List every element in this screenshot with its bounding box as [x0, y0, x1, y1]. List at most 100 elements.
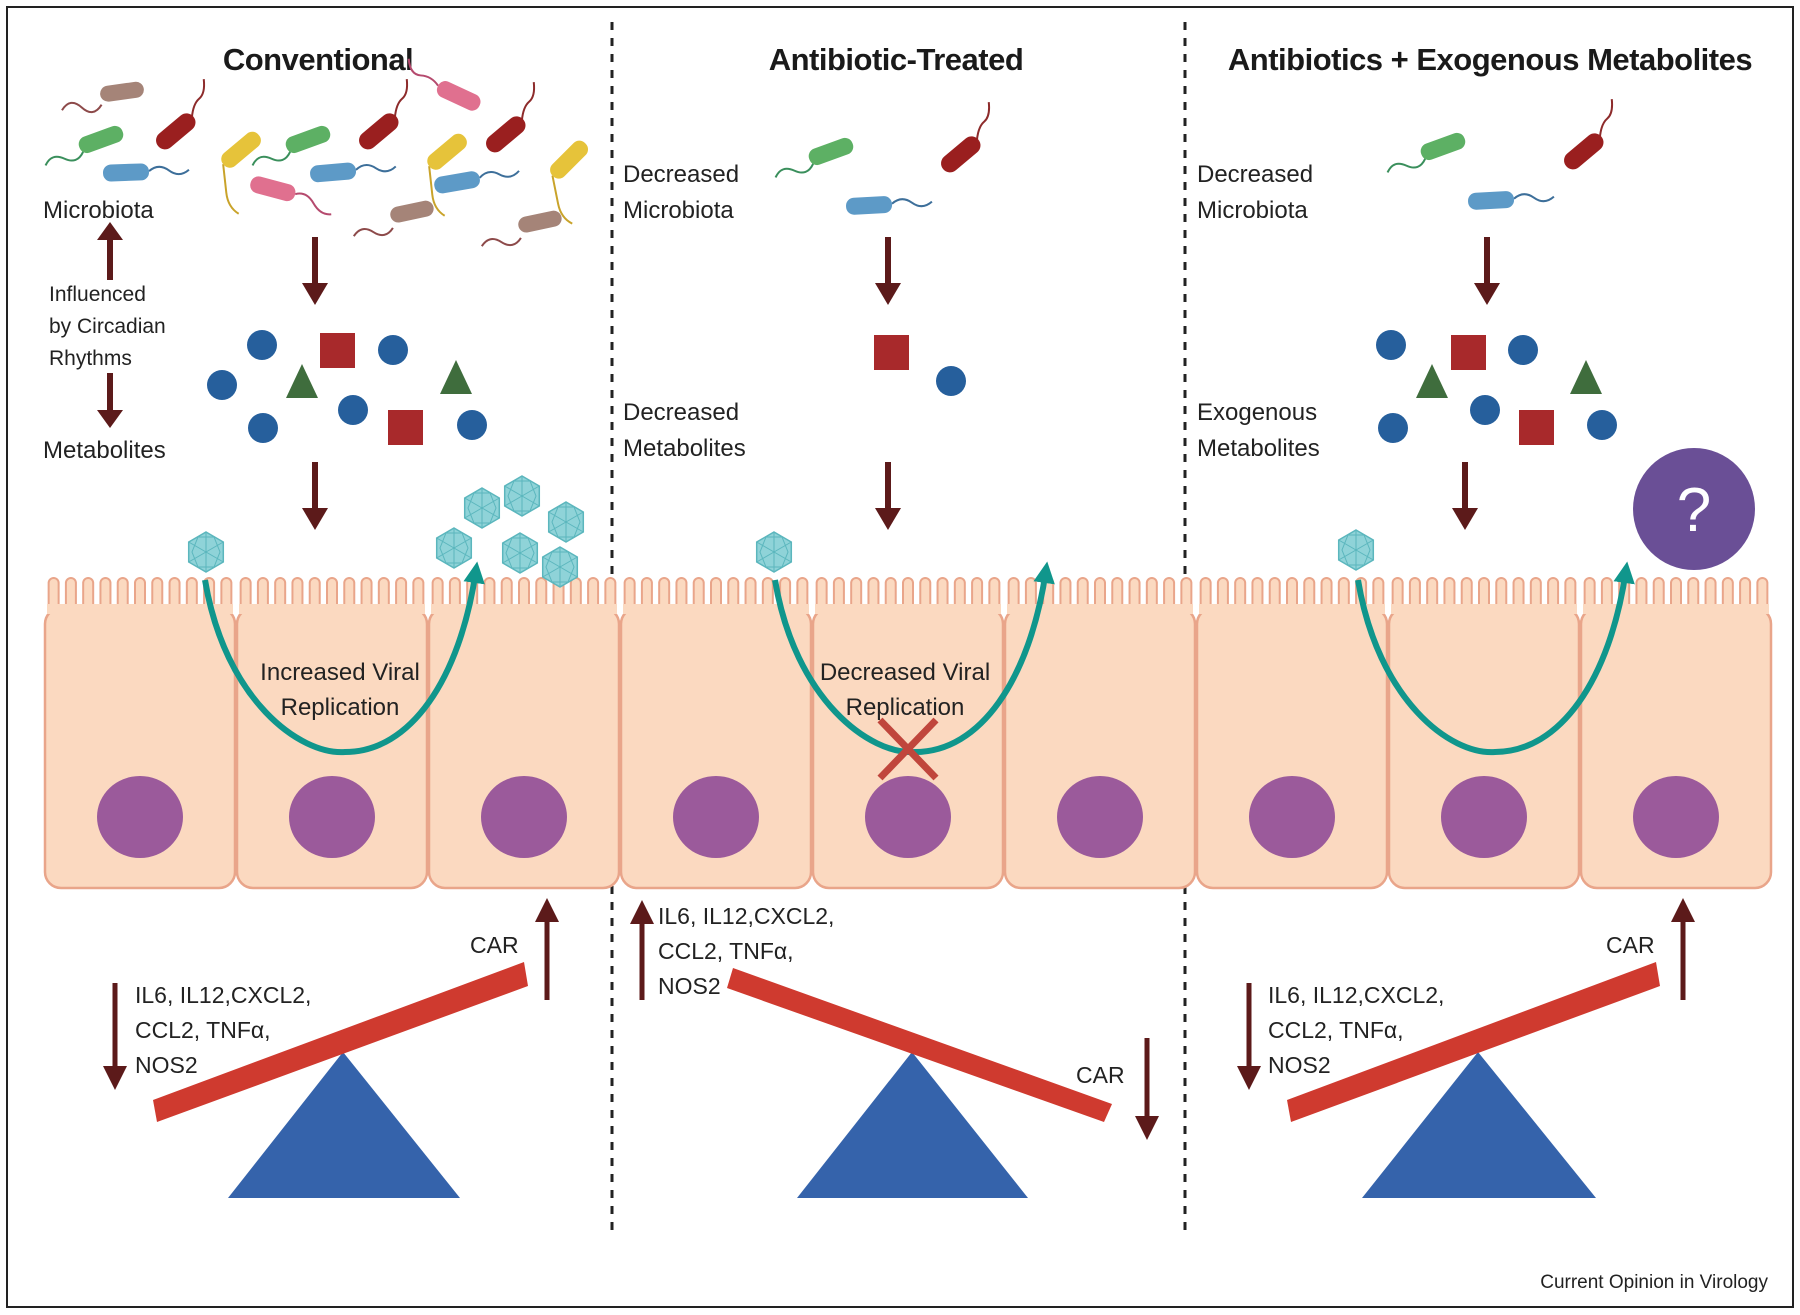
- nucleus: [97, 776, 183, 858]
- epithelial-cell: [619, 577, 813, 890]
- car-label: CAR: [1606, 932, 1655, 958]
- question-mark: ?: [1677, 476, 1711, 545]
- metabolite-circle: [207, 370, 237, 400]
- virus-icon: [1337, 529, 1375, 571]
- seesaw-beam: [727, 968, 1112, 1122]
- down-arrow-icon: [1452, 462, 1478, 530]
- cell-apical-surface: [1391, 604, 1577, 614]
- metabolite-triangle: [286, 364, 318, 398]
- metabolites-cluster: [874, 335, 966, 396]
- metabolite-square: [1451, 335, 1486, 370]
- journal-credit: Current Opinion in Virology: [1540, 1272, 1768, 1293]
- cell-apical-surface: [47, 604, 233, 614]
- seesaw-fulcrum: [797, 1052, 1028, 1198]
- viral-replication-arrow: [202, 561, 485, 756]
- exogenous-metabolites-label-line1: Exogenous: [1197, 399, 1317, 426]
- cytokine-list-line1: IL6, IL12,CXCL2,: [135, 982, 311, 1008]
- virus-icon: [547, 501, 585, 543]
- metabolite-circle: [936, 366, 966, 396]
- metabolite-circle: [1376, 330, 1406, 360]
- replication-label-line2: Replication: [846, 694, 965, 721]
- down-arrow-icon: [875, 462, 901, 530]
- epithelial-cell: [43, 577, 237, 890]
- cell-apical-surface: [1583, 604, 1769, 614]
- epithelial-cell: [235, 577, 429, 890]
- bacterium-icon: [1468, 191, 1555, 210]
- bacterium-icon: [427, 133, 467, 217]
- virus-icon: [187, 531, 225, 573]
- microbiota-cluster: [44, 58, 589, 247]
- cytokine-list-line2: CCL2, TNFα,: [658, 938, 794, 964]
- bacterium-icon: [774, 137, 854, 178]
- cell-apical-surface: [815, 604, 1001, 614]
- decreased-microbiota-label-line1: Decreased: [623, 161, 739, 188]
- nucleus: [1633, 776, 1719, 858]
- cytokine-list-line1: IL6, IL12,CXCL2,: [658, 903, 834, 929]
- metabolite-circle: [457, 410, 487, 440]
- cytokine-list-line3: NOS2: [658, 973, 721, 999]
- viral-replication-arrow: [1355, 561, 1635, 756]
- epithelial-cell: [811, 577, 1005, 890]
- bacterium-icon: [1564, 99, 1614, 170]
- cell-apical-surface: [239, 604, 425, 614]
- epithelial-cell: [1387, 577, 1581, 890]
- epithelium: [43, 577, 1773, 890]
- replication-label-line2: Replication: [281, 694, 400, 721]
- panel-title-conventional: Conventional: [223, 42, 413, 77]
- virus-icon: [463, 487, 501, 529]
- seesaw-beam: [153, 962, 528, 1122]
- metabolite-circle: [378, 335, 408, 365]
- bacterium-icon: [941, 102, 991, 173]
- cytokine-list-line2: CCL2, TNFα,: [135, 1017, 271, 1043]
- bacterium-icon: [486, 82, 536, 153]
- metabolites-cluster: [1376, 330, 1617, 445]
- metabolite-triangle: [1416, 364, 1448, 398]
- microbiota-label: Microbiota: [43, 197, 154, 224]
- microbiota-cluster: [1386, 99, 1614, 210]
- metabolite-triangle: [1570, 360, 1602, 394]
- metabolite-circle: [248, 413, 278, 443]
- blocked-x-icon: [877, 717, 939, 781]
- cytokine-list-line3: NOS2: [135, 1052, 198, 1078]
- panel-title-antibiotic: Antibiotic-Treated: [769, 42, 1024, 77]
- cytokine-list-line2: CCL2, TNFα,: [1268, 1017, 1404, 1043]
- seesaw-fulcrum: [228, 1052, 460, 1198]
- bacterium-icon: [1386, 132, 1466, 173]
- epithelial-cell: [1003, 577, 1197, 890]
- seesaw-fulcrum: [1362, 1052, 1596, 1198]
- nucleus: [289, 776, 375, 858]
- nucleus: [1249, 776, 1335, 858]
- figure-border: [6, 6, 1794, 1308]
- metabolite-square: [388, 410, 423, 445]
- down-arrow-icon: [97, 410, 123, 428]
- cytokine-down-arrow-icon: [103, 983, 127, 1090]
- metabolite-circle: [1587, 410, 1617, 440]
- metabolites-cluster: [207, 330, 487, 445]
- metabolite-circle: [1470, 395, 1500, 425]
- bacterium-icon: [434, 170, 520, 194]
- nucleus: [1057, 776, 1143, 858]
- metabolite-circle: [1378, 413, 1408, 443]
- circadian-label-line2: by Circadian: [49, 315, 166, 338]
- bacterium-icon: [480, 210, 562, 247]
- seesaw-beam: [1287, 962, 1660, 1122]
- cytokine-list-line3: NOS2: [1268, 1052, 1331, 1078]
- car-up-arrow-icon: [1671, 898, 1695, 1000]
- down-arrow-icon: [302, 237, 328, 305]
- bacterium-icon: [359, 79, 409, 150]
- bacterium-icon: [846, 196, 933, 215]
- exogenous-metabolites-label-line2: Metabolites: [1197, 435, 1320, 462]
- decreased-microbiota-label-line2: Microbiota: [1197, 197, 1308, 224]
- metabolite-triangle: [440, 360, 472, 394]
- car-up-arrow-icon: [535, 898, 559, 1000]
- bacterium-icon: [550, 140, 589, 225]
- metabolite-circle: [338, 395, 368, 425]
- bacterium-icon: [44, 125, 124, 166]
- decreased-metabolites-label-line1: Decreased: [623, 399, 739, 426]
- cytokine-down-arrow-icon: [1237, 983, 1261, 1090]
- cell-apical-surface: [1007, 604, 1193, 614]
- cell-apical-surface: [623, 604, 809, 614]
- metabolite-square: [320, 333, 355, 368]
- down-arrow-icon: [875, 237, 901, 305]
